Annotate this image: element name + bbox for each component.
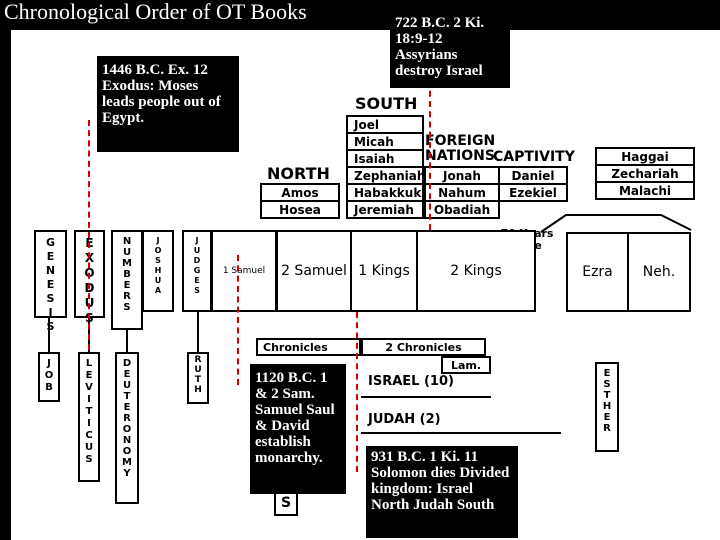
- note-assyria: 722 B.C. 2 Ki. 18:9-12 Assyrians destroy…: [390, 12, 510, 88]
- book-1-kings-label: 1 Kings: [358, 263, 410, 279]
- book-joshua-label: JOSHUA: [153, 236, 163, 296]
- book-1-samuel: 1 Samuel: [211, 230, 277, 312]
- book-2-chronicles: 2 Chronicles: [361, 338, 486, 356]
- page-title: Chronological Order of OT Books: [4, 0, 307, 24]
- israel-kingdom-label: ISRAEL (10): [368, 374, 454, 389]
- book-2-samuel-label: 2 Samuel: [281, 263, 347, 279]
- book-numbers: NUMBERS: [111, 230, 143, 330]
- book-judges-label: JUDGES: [192, 236, 202, 296]
- book-2-kings: 2 Kings: [416, 230, 536, 312]
- book-deuteronomy-label: DEUTERONOMY: [121, 358, 133, 479]
- book-lamentations: Lam.: [441, 356, 491, 374]
- marker-assyria: [429, 60, 431, 230]
- book-ezra: Ezra: [566, 232, 629, 312]
- book-s-label: S: [280, 495, 292, 511]
- book-1-kings: 1 Kings: [350, 230, 418, 312]
- book-leviticus: LEVITICUS: [78, 352, 100, 482]
- marker-division: [356, 312, 358, 472]
- book-ruth-label: RUTH: [193, 355, 203, 395]
- note-exodus: 1446 B.C. Ex. 12 Exodus: Moses leads peo…: [97, 56, 239, 152]
- prophet-joel: Joel: [346, 115, 424, 134]
- book-joshua: JOSHUA: [142, 230, 174, 312]
- book-esther: ESTHER: [595, 362, 619, 452]
- book-genesis: GENESIS: [34, 230, 67, 334]
- exile-wedge: [540, 214, 692, 233]
- book-2-kings-label: 2 Kings: [450, 263, 502, 279]
- connector-numbers-deuteronomy: [126, 330, 128, 352]
- prophet-ezekiel: Ezekiel: [498, 183, 568, 202]
- connector-judges-ruth: [197, 312, 199, 352]
- judah-line: [361, 432, 561, 434]
- prophet-daniel: Daniel: [498, 166, 568, 185]
- prophet-hosea: Hosea: [260, 200, 340, 219]
- book-s-box: S: [274, 490, 298, 516]
- ot-chronology-chart: SOUTH Joel Micah Isaiah Zephaniah Habakk…: [11, 30, 720, 540]
- book-nehemiah-label: Neh.: [642, 264, 676, 280]
- book-deuteronomy: DEUTERONOMY: [115, 352, 139, 504]
- book-judges: JUDGES: [182, 230, 212, 312]
- book-2-chronicles-label: 2 Chronicles: [385, 340, 462, 354]
- book-1-samuel-label: 1 Samuel: [222, 266, 266, 276]
- book-ruth: RUTH: [187, 352, 209, 404]
- note-monarchy: 1120 B.C. 1 & 2 Sam. Samuel Saul & David…: [250, 364, 346, 494]
- prophet-habakkuk: Habakkuk: [346, 183, 424, 202]
- book-genesis-label: GENESIS: [44, 236, 57, 334]
- marker-monarchy: [237, 255, 239, 385]
- connector-genesis-job: [48, 318, 50, 352]
- book-job-label: JOB: [43, 358, 55, 394]
- book-nehemiah: Neh.: [627, 232, 691, 312]
- north-heading: NORTH: [267, 164, 330, 183]
- prophet-jeremiah: Jeremiah: [346, 200, 424, 219]
- book-1-chronicles-label: Chronicles: [263, 340, 328, 354]
- book-ezra-label: Ezra: [582, 264, 613, 280]
- book-esther-label: ESTHER: [601, 368, 613, 434]
- book-lamentations-label: Lam.: [450, 358, 482, 372]
- south-heading: SOUTH: [355, 94, 418, 113]
- book-leviticus-label: LEVITICUS: [83, 358, 95, 466]
- note-division: 931 B.C. 1 Ki. 11 Solomon dies Divided k…: [366, 446, 518, 538]
- captivity-heading: CAPTIVITY: [493, 149, 575, 165]
- foreign-nations-heading: FOREIGN NATIONS: [425, 133, 496, 164]
- book-numbers-label: NUMBERS: [121, 236, 133, 313]
- prophet-obadiah: Obadiah: [424, 200, 500, 219]
- book-job: JOB: [38, 352, 60, 402]
- book-1-chronicles: Chronicles: [256, 338, 361, 356]
- prophet-micah: Micah: [346, 132, 424, 151]
- israel-line: [361, 396, 491, 398]
- judah-kingdom-label: JUDAH (2): [368, 412, 441, 427]
- marker-exodus: [88, 120, 90, 350]
- prophet-malachi: Malachi: [595, 181, 695, 200]
- book-2-samuel: 2 Samuel: [276, 230, 352, 312]
